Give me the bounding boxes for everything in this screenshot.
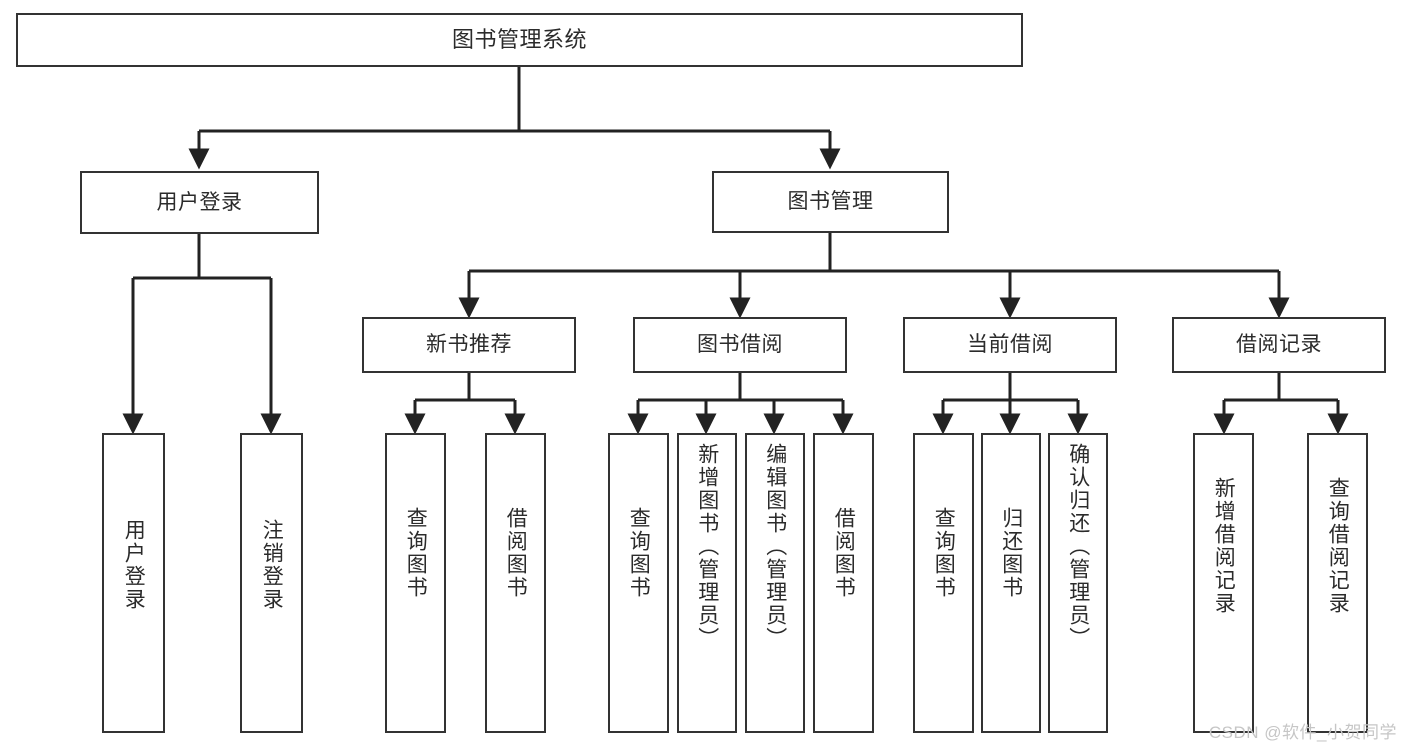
node-label: 新增借阅记录 [1212, 477, 1236, 615]
leaf-current-borrow-query-books[interactable]: 查询图书 [913, 433, 974, 733]
node-label: 查询图书 [627, 507, 651, 599]
node-root-book-management-system[interactable]: 图书管理系统 [16, 13, 1023, 67]
node-label: 用户登录 [156, 190, 243, 214]
node-label: 借阅记录 [1236, 333, 1322, 357]
node-label: 查询图书 [932, 507, 956, 599]
node-borrow-records[interactable]: 借阅记录 [1172, 317, 1386, 373]
leaf-user-login-login[interactable]: 用户登录 [102, 433, 165, 733]
leaf-new-book-query-books[interactable]: 查询图书 [385, 433, 446, 733]
leaf-book-borrow-query-books[interactable]: 查询图书 [608, 433, 669, 733]
node-book-borrow[interactable]: 图书借阅 [633, 317, 847, 373]
node-user-login[interactable]: 用户登录 [80, 171, 319, 234]
leaf-book-borrow-add-book-admin[interactable]: 新增图书（管理员） [677, 433, 737, 733]
node-label: 确认归还（管理员） [1066, 443, 1090, 650]
leaf-borrow-records-add-record[interactable]: 新增借阅记录 [1193, 433, 1254, 733]
leaf-book-borrow-edit-book-admin[interactable]: 编辑图书（管理员） [745, 433, 805, 733]
node-label: 查询借阅记录 [1326, 477, 1350, 615]
leaf-book-borrow-borrow-books[interactable]: 借阅图书 [813, 433, 874, 733]
csdn-watermark: CSDN @软件_小贺同学 [1208, 723, 1397, 742]
node-label: 借阅图书 [504, 507, 528, 599]
leaf-current-borrow-return-books[interactable]: 归还图书 [981, 433, 1041, 733]
leaf-borrow-records-query-record[interactable]: 查询借阅记录 [1307, 433, 1368, 733]
node-label: 图书管理系统 [451, 26, 587, 52]
node-label: 图书管理 [787, 190, 874, 214]
leaf-current-borrow-confirm-return-admin[interactable]: 确认归还（管理员） [1048, 433, 1108, 733]
node-label: 归还图书 [999, 507, 1023, 599]
node-label: 用户登录 [122, 519, 146, 611]
node-label: 当前借阅 [967, 333, 1053, 357]
node-current-borrow[interactable]: 当前借阅 [903, 317, 1117, 373]
node-new-book-recommend[interactable]: 新书推荐 [362, 317, 576, 373]
node-label: 查询图书 [404, 507, 428, 599]
node-label: 新增图书（管理员） [695, 443, 719, 650]
node-label: 注销登录 [260, 519, 284, 611]
leaf-new-book-borrow-books[interactable]: 借阅图书 [485, 433, 546, 733]
leaf-user-login-logout[interactable]: 注销登录 [240, 433, 303, 733]
node-label: 编辑图书（管理员） [763, 443, 787, 650]
node-label: 图书借阅 [697, 333, 783, 357]
node-book-management[interactable]: 图书管理 [712, 171, 949, 233]
node-label: 新书推荐 [426, 333, 512, 357]
node-label: 借阅图书 [832, 507, 856, 599]
